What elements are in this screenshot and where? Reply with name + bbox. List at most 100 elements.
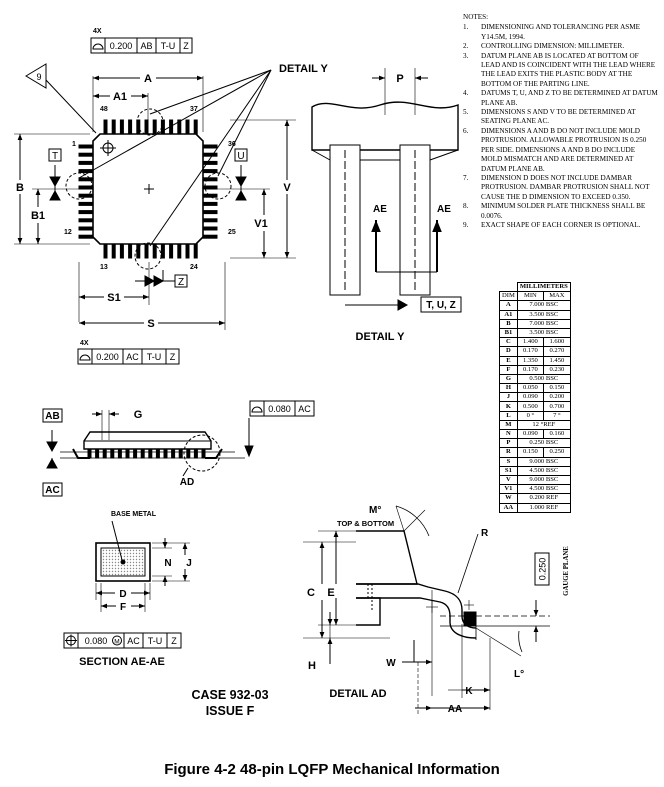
max-cell: 0.150 xyxy=(542,383,571,394)
detail-ad-title: DETAIL AD xyxy=(329,688,386,700)
lead xyxy=(193,448,198,459)
note-item: 8.MINIMUM SOLDER PLATE THICKNESS SHALL B… xyxy=(463,202,658,221)
dim-cell: B1 xyxy=(499,327,518,339)
dim-c-label: C xyxy=(307,587,315,599)
dim-s1-label: S1 xyxy=(107,292,120,304)
lead xyxy=(160,243,165,259)
lead xyxy=(117,448,122,459)
svg-text:Z: Z xyxy=(171,636,177,646)
pin-label-37: 37 xyxy=(190,106,198,113)
section-ae-right: AE xyxy=(437,204,451,215)
section-ae-title: SECTION AE-AE xyxy=(79,656,165,668)
svg-text:0.200: 0.200 xyxy=(110,41,133,51)
lead xyxy=(202,201,218,206)
note-text: DATUM PLANE AB IS LOCATED AT BOTTOM OF L… xyxy=(481,51,656,88)
dim-cell: D xyxy=(499,346,518,357)
svg-text:AC: AC xyxy=(126,352,139,362)
svg-text:0.080: 0.080 xyxy=(268,404,291,414)
dim-f-label: F xyxy=(120,602,126,613)
max-cell: 0.160 xyxy=(542,428,571,440)
value-cell: 0.200 REF xyxy=(516,493,571,504)
dim-cell: S xyxy=(499,456,518,467)
profile-surface-icon xyxy=(79,354,91,361)
pin-label-1: 1 xyxy=(72,141,76,148)
lead xyxy=(78,144,94,149)
base-metal-label: BASE METAL xyxy=(111,511,157,518)
max-cell: 7 ° xyxy=(542,410,571,421)
lead xyxy=(110,448,115,459)
max-cell: 0.270 xyxy=(542,346,571,357)
side-leads xyxy=(72,448,223,459)
lead xyxy=(193,243,198,259)
lead xyxy=(95,448,100,459)
note-item: 2.CONTROLLING DIMENSION: MILLIMETER. xyxy=(463,42,658,51)
dim-cell: V xyxy=(499,474,518,486)
datum-ab: AB xyxy=(42,408,63,423)
mmc-circle-icon xyxy=(112,635,122,646)
value-cell: 7.000 BSC xyxy=(516,300,571,311)
svg-text:AB: AB xyxy=(45,411,59,422)
dim-g-label: G xyxy=(134,409,143,421)
pin-label-36: 36 xyxy=(228,141,236,148)
lead xyxy=(171,448,176,459)
lead xyxy=(201,448,206,459)
lead xyxy=(78,152,94,157)
lead xyxy=(102,448,107,459)
lead xyxy=(119,243,124,259)
dim-cell: P xyxy=(499,438,518,449)
lead xyxy=(177,243,182,259)
note-text: CONTROLLING DIMENSION: MILLIMETER. xyxy=(481,42,625,51)
case-issue: ISSUE F xyxy=(205,704,255,718)
lead xyxy=(202,234,218,239)
pin-label-25: 25 xyxy=(228,229,236,236)
svg-text:0.080: 0.080 xyxy=(85,636,108,646)
svg-text:T-U: T-U xyxy=(147,352,162,362)
lead xyxy=(125,448,130,459)
dim-b1-label: B1 xyxy=(31,210,45,222)
note-item: 6.DIMENSIONS A AND B DO NOT INCLUDE MOLD… xyxy=(463,127,658,174)
datum-t: T xyxy=(48,148,62,162)
dim-cell: N xyxy=(499,428,518,440)
note-number: 1. xyxy=(463,23,469,32)
fcf-section: 0.080 M AC T-U Z xyxy=(63,632,182,649)
max-cell: 0.200 xyxy=(542,392,571,403)
lead xyxy=(148,448,153,459)
dim-v-label: V xyxy=(283,182,291,194)
lead xyxy=(202,152,218,157)
lead xyxy=(202,160,218,165)
svg-text:T, U, Z: T, U, Z xyxy=(426,300,455,311)
note-number: 9. xyxy=(463,220,469,229)
dim-n-label: N xyxy=(164,558,171,569)
lead xyxy=(202,226,218,231)
min-cell: 1.400 xyxy=(516,337,544,348)
dim-cell: W xyxy=(499,493,518,504)
lead xyxy=(78,201,94,206)
lead xyxy=(193,119,198,135)
top-bottom-label: TOP & BOTTOM xyxy=(337,519,394,528)
lead xyxy=(155,448,160,459)
lead xyxy=(78,185,94,190)
dim-cell: A xyxy=(499,300,518,311)
lead xyxy=(78,160,94,165)
datum-z: Z xyxy=(174,274,188,288)
note-text: DIMENSIONS S AND V TO BE DETERMINED AT S… xyxy=(481,108,636,126)
dim-cell: K xyxy=(499,401,518,412)
lead xyxy=(119,119,124,135)
value-cell: 0.500 BSC xyxy=(516,373,571,385)
value-cell: 12 °REF xyxy=(516,419,571,431)
lead xyxy=(78,234,94,239)
lead xyxy=(186,448,191,459)
dim-cell: C xyxy=(499,337,518,348)
min-cell: 0 ° xyxy=(516,410,544,421)
